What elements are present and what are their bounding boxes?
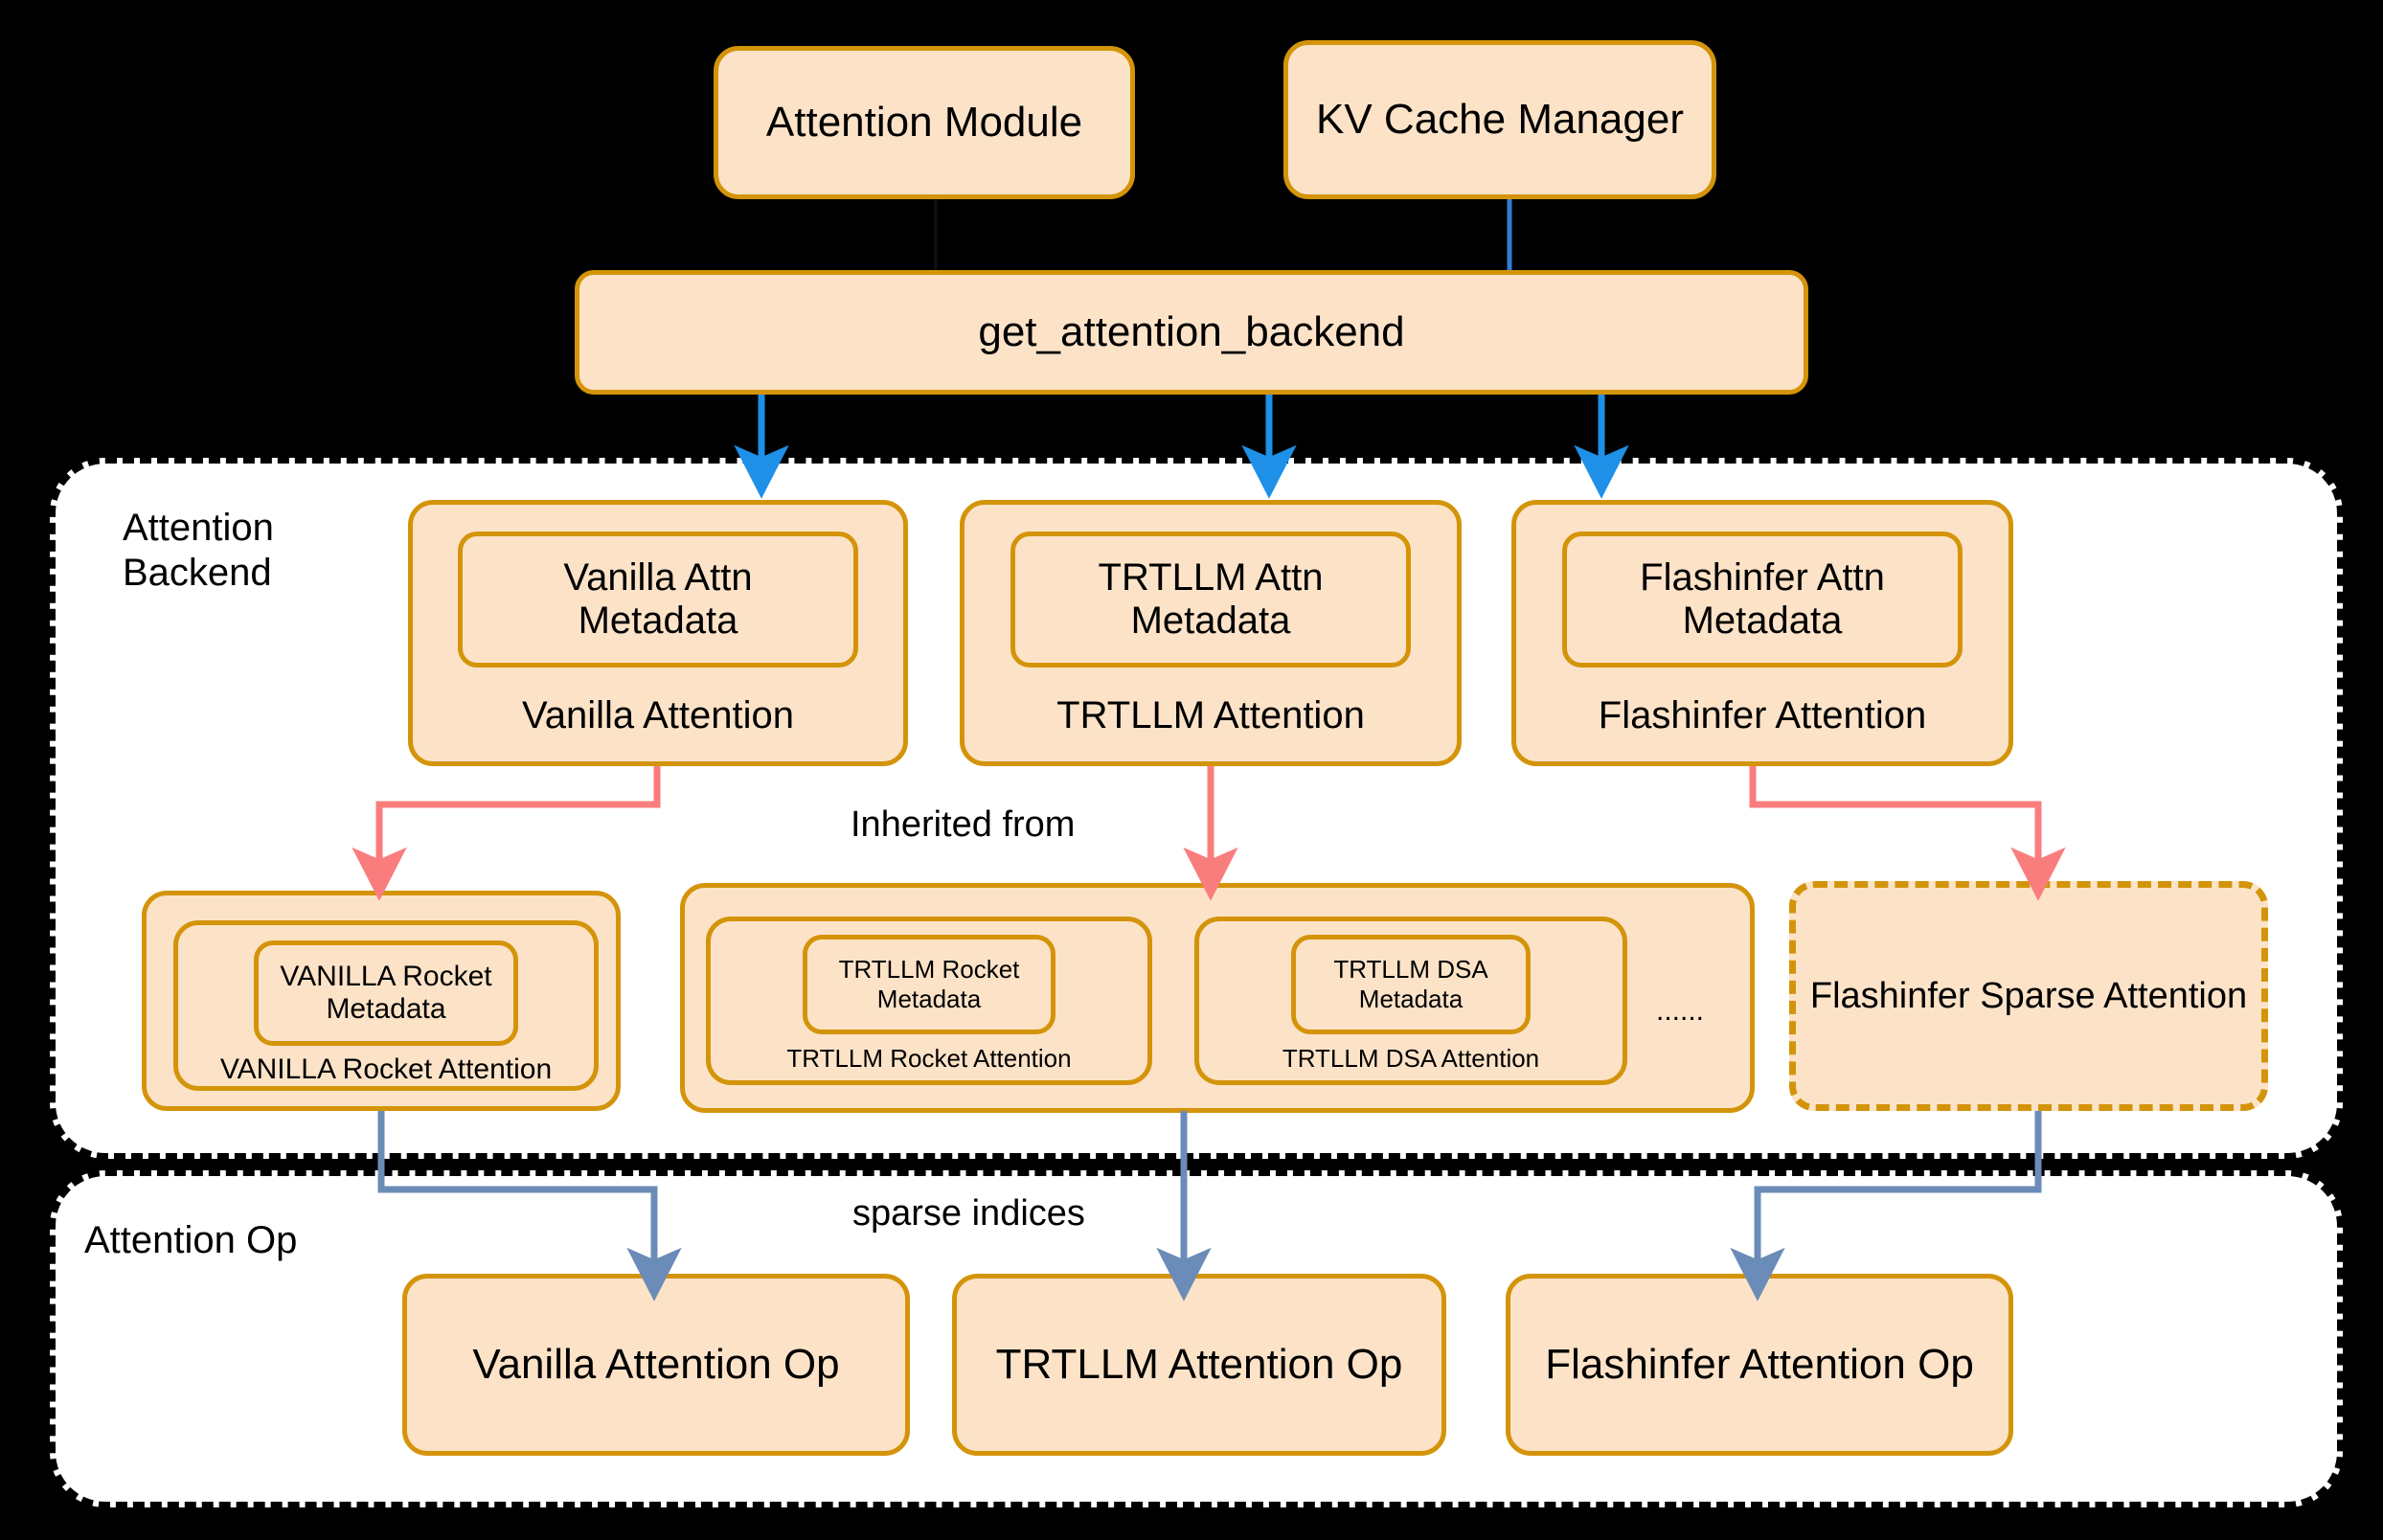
node-vanilla-attention-op[interactable]: Vanilla Attention Op: [402, 1274, 910, 1456]
inherited-from-label: Inherited from: [851, 804, 1076, 845]
sparse-vanilla-rocket-metadata: VANILLA Rocket Metadata: [254, 940, 518, 1046]
backend-flashinfer-caption: Flashinfer Attention: [1598, 694, 1927, 736]
attention-backend-panel-label: Attention Backend: [123, 507, 274, 595]
sparse-trtllm-rocket-caption: TRTLLM Rocket Attention: [786, 1044, 1072, 1073]
sparse-vanilla-rocket-caption: VANILLA Rocket Attention: [219, 1053, 553, 1085]
node-flashinfer-attention-op[interactable]: Flashinfer Attention Op: [1506, 1274, 2013, 1456]
backend-vanilla-attention[interactable]: Vanilla Attn Metadata Vanilla Attention: [408, 500, 908, 766]
backend-trtllm-attention[interactable]: TRTLLM Attn Metadata TRTLLM Attention: [960, 500, 1462, 766]
node-kv-cache-manager[interactable]: KV Cache Manager: [1283, 40, 1716, 199]
attention-op-panel-label: Attention Op: [84, 1219, 298, 1261]
sparse-item-vanilla-rocket[interactable]: VANILLA Rocket Metadata VANILLA Rocket A…: [173, 920, 599, 1091]
sparse-trtllm-dsa-metadata: TRTLLM DSA Metadata: [1291, 935, 1531, 1034]
node-attention-module[interactable]: Attention Module: [714, 46, 1135, 199]
node-trtllm-attention-op[interactable]: TRTLLM Attention Op: [952, 1274, 1446, 1456]
sparse-trtllm-rocket-metadata: TRTLLM Rocket Metadata: [803, 935, 1055, 1034]
sparse-item-trtllm-dsa[interactable]: TRTLLM DSA Metadata TRTLLM DSA Attention: [1194, 917, 1627, 1085]
sparse-indices-label: sparse indices: [852, 1193, 1085, 1234]
backend-vanilla-metadata: Vanilla Attn Metadata: [458, 532, 858, 668]
backend-trtllm-metadata: TRTLLM Attn Metadata: [1010, 532, 1411, 668]
node-get-attention-backend[interactable]: get_attention_backend: [575, 270, 1808, 395]
sparse-trtllm-dsa-caption: TRTLLM DSA Attention: [1282, 1044, 1540, 1073]
node-flashinfer-sparse-attention[interactable]: Flashinfer Sparse Attention: [1789, 881, 2268, 1111]
sparse-item-trtllm-rocket[interactable]: TRTLLM Rocket Metadata TRTLLM Rocket Att…: [706, 917, 1152, 1085]
backend-trtllm-caption: TRTLLM Attention: [1056, 694, 1365, 736]
backend-vanilla-caption: Vanilla Attention: [522, 694, 794, 736]
backend-flashinfer-attention[interactable]: Flashinfer Attn Metadata Flashinfer Atte…: [1511, 500, 2013, 766]
sparse-group-vanilla[interactable]: VANILLA Rocket Metadata VANILLA Rocket A…: [142, 891, 621, 1111]
sparse-group-trtllm-ellipsis: ......: [1656, 995, 1705, 1027]
backend-flashinfer-metadata: Flashinfer Attn Metadata: [1562, 532, 1963, 668]
sparse-group-trtllm[interactable]: TRTLLM Rocket Metadata TRTLLM Rocket Att…: [680, 883, 1755, 1113]
